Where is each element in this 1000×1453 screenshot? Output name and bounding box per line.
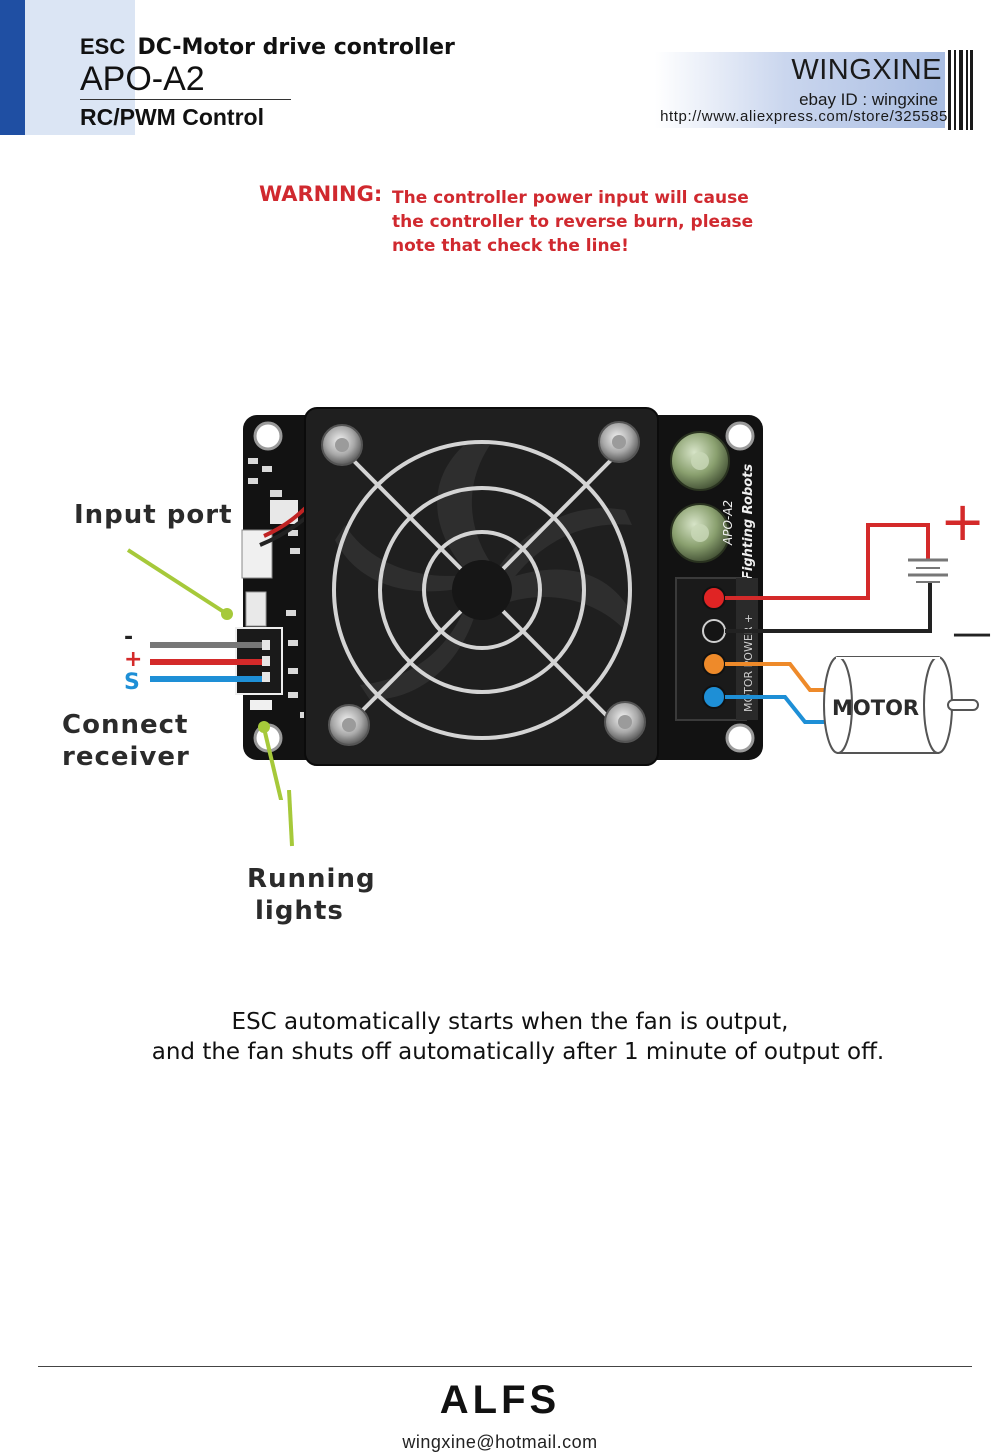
pin-label-s: S bbox=[124, 670, 140, 695]
motor-label: MOTOR bbox=[832, 696, 919, 720]
brand-box bbox=[655, 52, 945, 128]
fan-header bbox=[241, 529, 273, 579]
battery-minus-sign: — bbox=[952, 610, 992, 656]
running-light-led bbox=[250, 700, 272, 710]
wire-power-negative bbox=[725, 582, 932, 633]
warning-text: The controller power input will cause th… bbox=[392, 186, 772, 258]
fan-screws bbox=[321, 421, 646, 746]
terminal-label-strip bbox=[736, 578, 758, 720]
receiver-connector-pins bbox=[262, 640, 270, 682]
header-accent-bar bbox=[0, 0, 25, 135]
header-title: ESC DC-Motor drive controller bbox=[80, 34, 455, 60]
note-line-2: and the fan shuts off automatically afte… bbox=[151, 1039, 885, 1065]
wire-motor-blue bbox=[725, 695, 828, 724]
board-slogan: Fighting Robots bbox=[741, 464, 756, 580]
capacitors bbox=[670, 431, 730, 563]
pointer-running-lights-dot bbox=[258, 721, 270, 733]
warning-line-2: the controller to reverse burn, please bbox=[392, 212, 754, 232]
header-model: APO-A2 bbox=[80, 60, 205, 98]
label-running: Running bbox=[247, 864, 376, 894]
pin-label-minus: - bbox=[124, 625, 134, 650]
pointer-input-port bbox=[126, 548, 229, 616]
battery-plus-sign: + bbox=[940, 490, 985, 553]
header-description: DC-Motor drive controller bbox=[137, 35, 455, 60]
header-esc: ESC bbox=[80, 34, 126, 59]
brand-name: WINGXINE bbox=[791, 54, 942, 86]
motor-icon bbox=[823, 656, 979, 754]
label-input-port: Input port bbox=[74, 500, 233, 530]
wiring-diagram: APO-A2 Fighting Robots MOTOR POWER + + —… bbox=[126, 407, 992, 800]
brand-store-url: http://www.aliexpress.com/store/325585 bbox=[660, 108, 948, 125]
pin-label-plus: + bbox=[124, 647, 143, 672]
footer-divider bbox=[38, 1366, 972, 1367]
footer-brand: ALFS bbox=[439, 1378, 561, 1422]
label-lights: lights bbox=[255, 896, 344, 926]
board-model-mark: APO-A2 bbox=[721, 500, 735, 546]
warning-block: WARNING: The controller power input will… bbox=[259, 182, 753, 256]
brand-ebay-id: ebay ID : wingxine bbox=[799, 90, 938, 109]
brand-barcode-icon bbox=[948, 50, 973, 130]
footer-email: wingxine@hotmail.com bbox=[402, 1432, 598, 1452]
header-divider bbox=[80, 99, 291, 100]
battery-icon bbox=[908, 558, 948, 583]
header-accent-light bbox=[25, 0, 135, 135]
pointer-running-lights-tail bbox=[287, 790, 294, 847]
warning-line-1: The controller power input will cause bbox=[392, 188, 749, 208]
pointer-running-lights bbox=[262, 727, 284, 800]
pointer-input-port-dot bbox=[221, 608, 233, 620]
label-receiver: receiver bbox=[62, 742, 190, 772]
wire-motor-orange bbox=[725, 662, 828, 692]
label-connect: Connect bbox=[62, 710, 189, 740]
terminal-screws bbox=[702, 586, 726, 709]
warning-label: WARNING: bbox=[259, 182, 383, 206]
smd-block bbox=[245, 591, 267, 627]
fan-hub bbox=[452, 560, 512, 620]
note-line-1: ESC automatically starts when the fan is… bbox=[231, 1009, 789, 1035]
header-control-mode: RC/PWM Control bbox=[80, 104, 264, 130]
wire-power-positive bbox=[725, 523, 930, 600]
warning-line-3: note that check the line! bbox=[392, 236, 629, 256]
